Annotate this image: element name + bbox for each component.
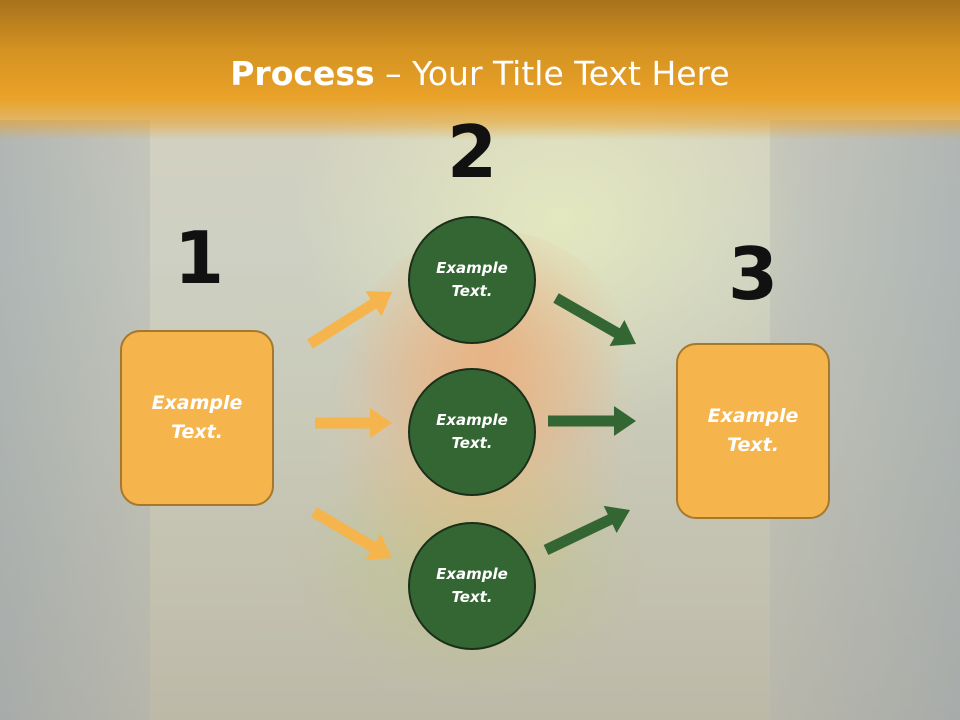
header-band (0, 0, 960, 140)
title-rest-part: – Your Title Text Here (374, 54, 730, 93)
circle-1[interactable]: Example Text. (408, 216, 536, 344)
green-arrow-1 (553, 293, 636, 346)
title-bold-part: Process (230, 54, 375, 93)
end-box[interactable]: Example Text. (676, 343, 830, 519)
start-box-label: Example Text. (151, 392, 243, 443)
circle-3-label: Example Text. (436, 565, 508, 606)
circle-3[interactable]: Example Text. (408, 522, 536, 650)
green-arrow-3 (543, 505, 630, 555)
orange-arrow-2 (315, 408, 392, 438)
circle-2[interactable]: Example Text. (408, 368, 536, 496)
orange-arrow-1 (307, 291, 392, 349)
green-arrow-2 (548, 406, 636, 436)
step-number-2: 2 (446, 110, 498, 194)
start-box[interactable]: Example Text. (120, 330, 274, 506)
orange-arrow-3 (311, 507, 392, 560)
slide-title[interactable]: Process – Your Title Text Here (0, 52, 960, 96)
circle-2-label: Example Text. (436, 411, 508, 452)
circle-1-label: Example Text. (436, 259, 508, 300)
end-box-label: Example Text. (707, 405, 799, 456)
step-number-1: 1 (173, 216, 225, 300)
step-number-3: 3 (727, 232, 779, 316)
